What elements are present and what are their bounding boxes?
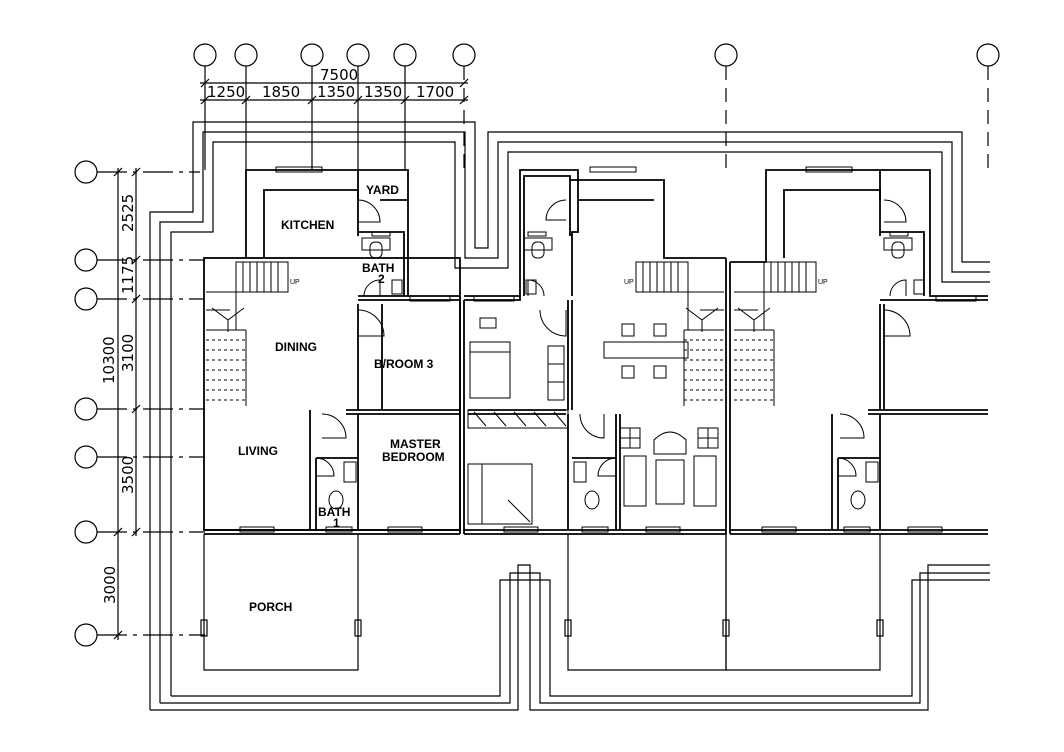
room-label-bath-2-number: 2 [378, 272, 385, 286]
grid-bubble [74, 623, 98, 647]
dim-top-1: 1250 [207, 83, 245, 101]
grid-bubble [193, 43, 217, 67]
grid-bubble [74, 248, 98, 272]
grid-bubble [74, 397, 98, 421]
grid-bubble [714, 43, 738, 67]
grid-bubble [234, 43, 258, 67]
room-label-bedroom: BEDROOM [382, 450, 445, 464]
room-label-yard: YARD [366, 183, 399, 197]
dim-left-3: 3100 [119, 334, 137, 372]
grid-bubble [452, 43, 476, 67]
doors [315, 199, 911, 477]
stair-up-label: UP [624, 279, 634, 286]
toilet-fixtures [328, 237, 925, 510]
room-label-bath-1-number: 1 [333, 516, 340, 530]
unit-2-walls [459, 169, 731, 535]
left-grid-markers [74, 160, 205, 647]
left-dimension-lines [113, 167, 141, 640]
stair-direction-labels: UP UP UP [290, 279, 828, 286]
dim-top-2: 1850 [262, 83, 300, 101]
dim-left-total: 10300 [100, 336, 118, 384]
room-label-kitchen: KITCHEN [281, 218, 334, 232]
staircase-unit-1 [206, 261, 289, 406]
room-label-bath-2: BATH [362, 261, 394, 275]
dim-left-5: 3000 [101, 566, 119, 604]
windows [239, 166, 977, 533]
stair-up-label: UP [818, 279, 828, 286]
dim-left-2: 1175 [119, 256, 137, 294]
room-label-bath-1: BATH [318, 505, 350, 519]
furniture [467, 317, 719, 525]
dim-left-1: 2525 [119, 194, 137, 232]
dim-top-5: 1700 [416, 83, 454, 101]
room-label-dining: DINING [275, 340, 317, 354]
unit-3-walls [730, 169, 988, 535]
dim-top-3: 1350 [317, 83, 355, 101]
room-label-bedroom-3: B/ROOM 3 [374, 357, 434, 371]
top-dimension-lines [200, 78, 469, 105]
top-grid-markers [193, 43, 1000, 175]
site-boundary [149, 121, 990, 711]
grid-bubble [346, 43, 370, 67]
dim-top-total: 7500 [320, 66, 358, 84]
room-labels: YARD KITCHEN BATH 2 DINING B/ROOM 3 MAST… [238, 183, 445, 614]
staircase-unit-2 [635, 261, 724, 406]
grid-bubble [74, 520, 98, 544]
dim-top-4: 1350 [364, 83, 402, 101]
room-label-living: LIVING [238, 444, 278, 458]
grid-bubble [74, 445, 98, 469]
grid-bubble [74, 160, 98, 184]
stair-up-label: UP [290, 279, 300, 286]
grid-bubble [976, 43, 1000, 67]
grid-bubble [393, 43, 417, 67]
grid-bubble [74, 287, 98, 311]
porch-areas [200, 534, 884, 671]
room-label-porch: PORCH [249, 600, 292, 614]
grid-bubble [300, 43, 324, 67]
dimension-labels: 7500 1250 1850 1350 1350 1700 10300 2525… [100, 66, 454, 604]
staircase-unit-3 [734, 261, 817, 406]
room-label-master: MASTER [390, 437, 441, 451]
dim-left-4: 3500 [119, 456, 137, 494]
